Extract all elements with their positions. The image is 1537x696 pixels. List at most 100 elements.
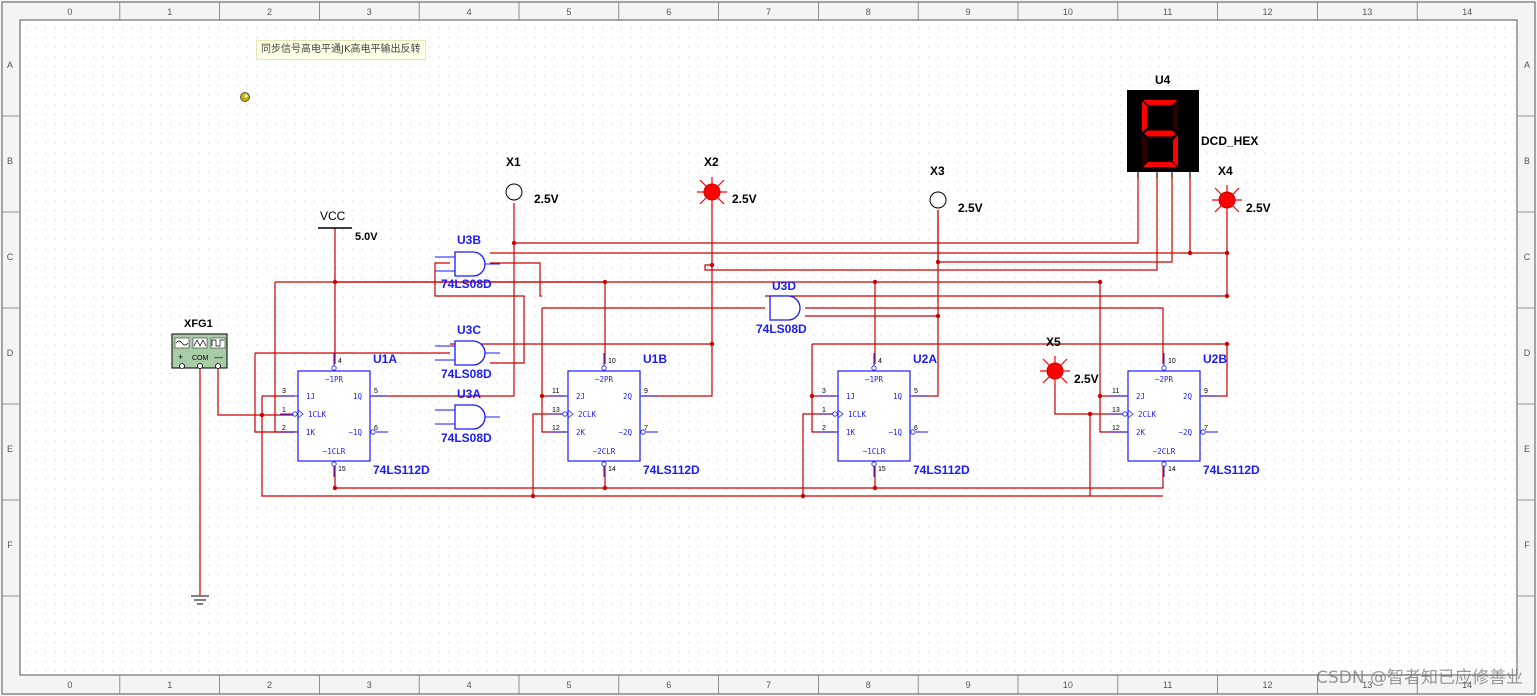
pin-number: 4 — [338, 358, 342, 365]
pin-number: 3 — [822, 388, 826, 395]
ruler-col-bottom: 10 — [1063, 680, 1073, 690]
triangle-wave-icon — [192, 337, 208, 349]
ff-k-label: 1K — [846, 428, 856, 437]
pin-number: 15 — [878, 466, 886, 473]
pin-number: 3 — [282, 388, 286, 395]
gate-u3b-label: U3B — [457, 233, 481, 247]
ff-j-label: 2J — [1136, 392, 1145, 401]
ff-pr-label: ~2PR — [595, 375, 614, 384]
ruler-col-top: 3 — [367, 7, 372, 17]
and-gate-u3a[interactable]: U3A 74LS08D — [435, 387, 500, 445]
ruler-row-left: E — [7, 444, 13, 454]
ruler-col-top: 5 — [566, 7, 571, 17]
pin-number: 1 — [282, 407, 286, 414]
ruler-col-bottom: 3 — [367, 680, 372, 690]
cursor-bulb-icon — [240, 92, 250, 102]
and-gate-u3c[interactable]: U3C 74LS08D — [435, 323, 500, 381]
ruler-row-left: B — [7, 156, 13, 166]
ruler-col-bottom: 0 — [67, 680, 72, 690]
ruler-col-bottom: 9 — [966, 680, 971, 690]
pin-number: 6 — [374, 425, 378, 432]
ff-qn-label: ~1Q — [888, 428, 902, 437]
segment-f — [1142, 101, 1147, 132]
ruler-col-bottom: 4 — [467, 680, 472, 690]
probe-x3-voltage: 2.5V — [958, 201, 983, 215]
ruler-col-top: 0 — [67, 7, 72, 17]
flipflop-u1b[interactable]: ~2PR~2CLR2J2CLK2K2Q~2Q101113129714U1B74L… — [550, 352, 700, 477]
pin-number: 11 — [552, 388, 559, 395]
flipflop-u2b[interactable]: ~2PR~2CLR2J2CLK2K2Q~2Q101113129714U2B74L… — [1110, 352, 1260, 477]
probe-x2-label: X2 — [704, 155, 719, 169]
pin-number: 9 — [1204, 388, 1208, 395]
probe-x4[interactable]: X4 2.5V — [1212, 164, 1271, 215]
pin-number: 12 — [1112, 425, 1120, 432]
gate-u3a-label: U3A — [457, 387, 481, 401]
ff-model: 74LS112D — [1203, 463, 1260, 477]
probe-x5-label: X5 — [1046, 335, 1061, 349]
ruler-col-top: 13 — [1362, 7, 1372, 17]
hex-display-u4[interactable]: U4 DCD_HEX — [1127, 73, 1258, 178]
vcc-source[interactable]: VCC 5.0V — [318, 209, 378, 243]
ff-clr-label: ~1CLR — [323, 447, 346, 456]
ff-name: U2A — [913, 352, 937, 366]
ruler-col-bottom: 14 — [1462, 680, 1472, 690]
pin-number: 9 — [644, 388, 648, 395]
pin-number: 7 — [644, 425, 648, 432]
ruler-row-left: F — [7, 540, 13, 550]
and-gate-u3d[interactable]: U3D 74LS08D — [756, 279, 807, 336]
pin-number: 10 — [1168, 358, 1176, 365]
probe-x2-voltage: 2.5V — [732, 192, 757, 206]
ff-k-label: 2K — [1136, 428, 1146, 437]
vcc-voltage: 5.0V — [355, 231, 378, 243]
ff-qn-label: ~2Q — [1178, 428, 1192, 437]
pin-number: 15 — [338, 466, 346, 473]
ff-j-label: 1J — [846, 392, 855, 401]
pin-number: 2 — [282, 425, 286, 432]
seven-segment-digit — [1142, 100, 1178, 167]
and-gate-u3b[interactable]: U3B 74LS08D — [435, 233, 500, 291]
sheet-note[interactable]: 同步信号高电平通JK高电平输出反转 — [256, 40, 426, 60]
ff-clk-label: 1CLK — [848, 410, 867, 419]
probe-x5[interactable]: X5 2.5V — [1040, 335, 1099, 386]
probe-x3[interactable]: X3 2.5V — [929, 164, 983, 215]
flipflop-u2a[interactable]: ~1PR~1CLR1J1CLK1K1Q~1Q43125615U2A74LS112… — [820, 352, 970, 477]
ff-k-label: 2K — [576, 428, 586, 437]
ff-clr-label: ~2CLR — [1153, 447, 1176, 456]
pin-number: 1 — [822, 407, 826, 414]
pin-number: 5 — [374, 388, 378, 395]
ff-model: 74LS112D — [913, 463, 970, 477]
gate-u3c-label: U3C — [457, 323, 481, 337]
ff-j-label: 2J — [576, 392, 585, 401]
ruler-col-top: 6 — [666, 7, 671, 17]
ground-symbol[interactable] — [191, 595, 209, 605]
probe-x1[interactable]: X1 2.5V — [505, 155, 559, 206]
ff-clr-label: ~2CLR — [593, 447, 616, 456]
function-generator-xfg1[interactable]: XFG1 + COM — — [171, 318, 228, 369]
drawing-area — [19, 19, 1518, 676]
ruler-col-top: 11 — [1163, 7, 1172, 17]
probe-x2[interactable]: X2 2.5V — [697, 155, 757, 207]
ff-q-label: 1Q — [893, 392, 903, 401]
flipflop-u1a[interactable]: ~1PR~1CLR1J1CLK1K1Q~1Q43125615U1A74LS112… — [280, 352, 430, 477]
ruler-col-top: 10 — [1063, 7, 1073, 17]
probe-x5-voltage: 2.5V — [1074, 372, 1099, 386]
ruler-col-top: 12 — [1262, 7, 1272, 17]
vcc-label: VCC — [320, 209, 346, 223]
ruler-row-right: B — [1524, 156, 1530, 166]
ff-model: 74LS112D — [373, 463, 430, 477]
pin-number: 4 — [878, 358, 882, 365]
ruler-col-top: 4 — [467, 7, 472, 17]
probe-x4-label: X4 — [1218, 164, 1233, 178]
ff-clk-label: 2CLK — [578, 410, 597, 419]
ruler-row-right: E — [1524, 444, 1530, 454]
ruler-col-top: 7 — [766, 7, 771, 17]
ruler-row-left: C — [7, 252, 14, 262]
ruler-col-bottom: 8 — [866, 680, 871, 690]
generator-com: COM — [192, 355, 209, 362]
pin-number: 6 — [914, 425, 918, 432]
ff-pr-label: ~1PR — [865, 375, 884, 384]
pin-number: 5 — [914, 388, 918, 395]
segment-a — [1143, 100, 1177, 105]
